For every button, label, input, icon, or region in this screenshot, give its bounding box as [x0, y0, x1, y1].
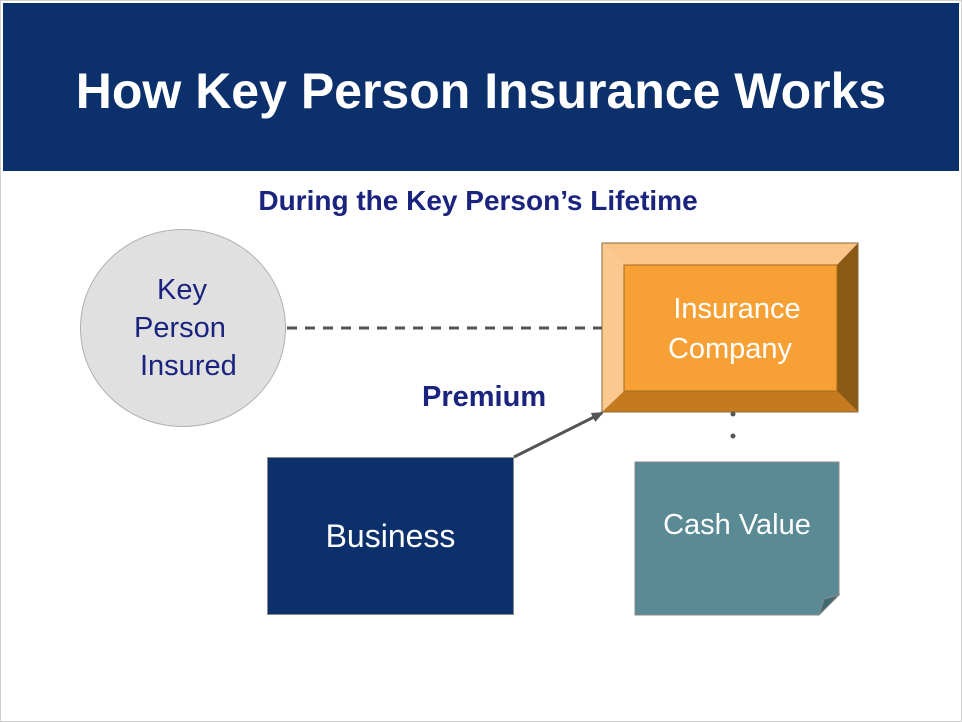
bevel-top — [602, 243, 858, 265]
slide-title: How Key Person Insurance Works — [75, 63, 887, 119]
cash-value-box — [634, 461, 841, 616]
slide-subtitle: During the Key Person’s Lifetime — [1, 185, 961, 217]
key-person-circle — [80, 229, 286, 427]
insurance-company-box — [601, 242, 859, 413]
premium-label: Premium — [422, 381, 547, 413]
bevel-left — [602, 243, 624, 412]
cash-value-fold — [818, 594, 841, 616]
premium-arrow — [513, 411, 604, 459]
business-box: Business — [267, 457, 514, 615]
bevel-right — [837, 243, 858, 412]
key-person-line-3: Insured — [140, 350, 237, 382]
bevel-outline — [601, 242, 859, 413]
insurance-company-line-2: Company — [667, 333, 793, 365]
title-bar: How Key Person Insurance Works — [3, 3, 959, 171]
key-person-label: Key Person Insured — [111, 271, 271, 385]
key-person-line-1: Key — [157, 274, 207, 306]
cash-value-label: Cash Value — [663, 509, 811, 541]
insurance-company-label: Insurance Company — [646, 289, 826, 369]
dot-connector-2 — [730, 433, 736, 439]
key-person-line-2: Person — [134, 312, 226, 344]
bevel-bottom — [602, 391, 858, 412]
dot-connector-1 — [730, 411, 736, 417]
bevel-face — [623, 264, 838, 392]
slide-subtitle-text: During the Key Person’s Lifetime — [258, 185, 698, 216]
business-label: Business — [325, 517, 456, 554]
insurance-company-line-1: Insurance — [673, 293, 801, 325]
